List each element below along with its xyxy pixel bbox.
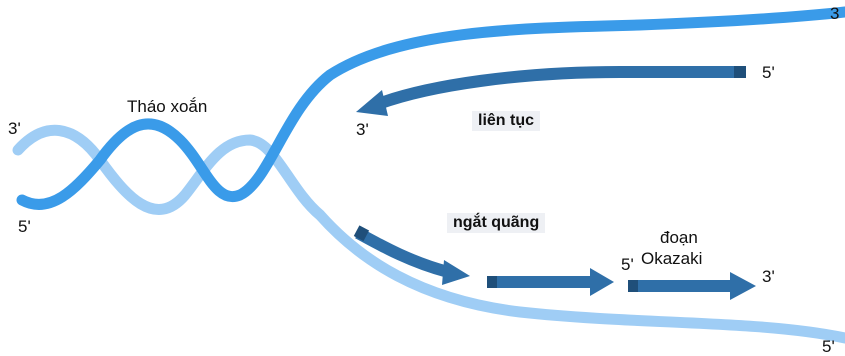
leading-strand-arrowhead — [356, 90, 388, 116]
okazaki-start-label: 5' — [621, 255, 634, 274]
lagging-fragment-2-cap — [487, 276, 497, 288]
lagging-fragment-2-arrowhead — [590, 268, 614, 296]
okazaki-fragment-cap — [628, 280, 638, 292]
bottom-right-end-label: 5' — [822, 337, 835, 356]
leading-start-label: 5' — [762, 63, 775, 82]
helix-strand-back — [12, 124, 845, 344]
left-top-end-label: 3' — [8, 119, 21, 138]
lagging-end-label: 3' — [762, 267, 775, 286]
okazaki-label-line1: đoạn — [660, 228, 698, 247]
leading-strand-start-cap — [734, 66, 746, 78]
lagging-fragment-1-arrowhead — [442, 260, 470, 285]
okazaki-fragment — [628, 280, 732, 292]
lagging-fragment-2 — [487, 276, 592, 288]
continuous-label: liên tục — [472, 111, 541, 131]
okazaki-label-line2: Okazaki — [641, 249, 703, 268]
top-right-end-label: 3 — [830, 4, 840, 23]
leading-end-label: 3' — [356, 120, 369, 139]
leading-strand-arrow — [375, 66, 745, 110]
okazaki-fragment-arrowhead — [730, 272, 756, 300]
left-bottom-end-label: 5' — [18, 217, 31, 236]
lagging-fragment-1-cap — [353, 225, 370, 242]
unwinding-label: Tháo xoắn — [127, 97, 208, 116]
helix-strand-front — [16, 6, 845, 210]
discontinuous-label: ngắt quãng — [447, 213, 546, 233]
